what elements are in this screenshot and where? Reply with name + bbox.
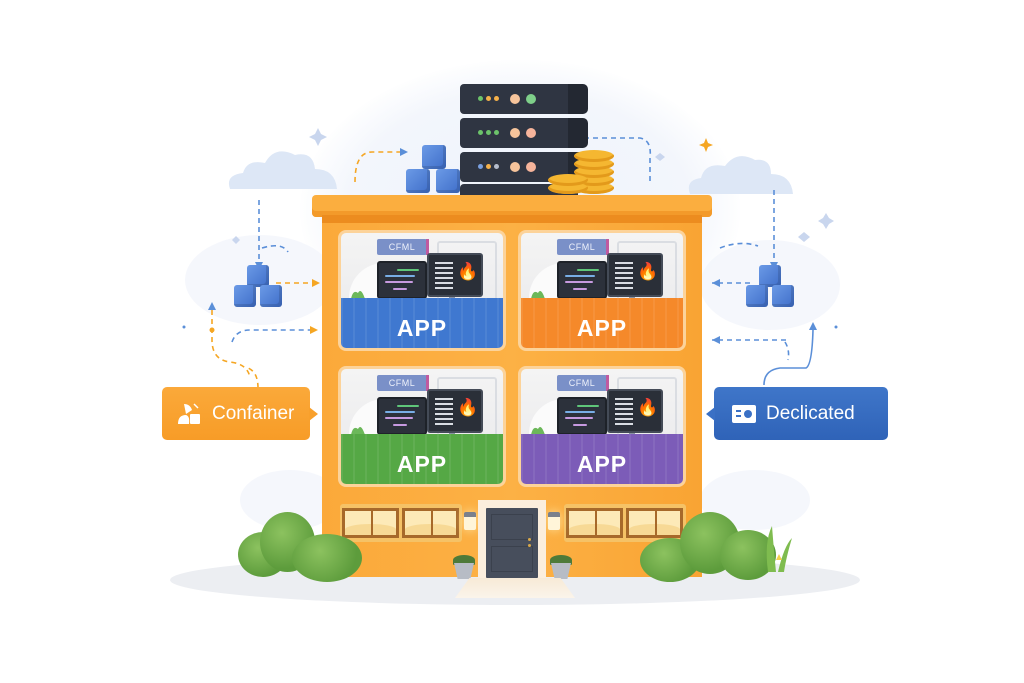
- bush-icon: [640, 512, 792, 582]
- building-roof: [312, 195, 712, 217]
- lamp-icon: [464, 512, 476, 530]
- coin-stack-icon: [548, 150, 614, 195]
- cube-cluster-icon: [742, 265, 802, 315]
- cfml-sign: CFML: [557, 375, 609, 391]
- app-label: APP: [576, 315, 628, 341]
- people-blocks-icon: [178, 402, 200, 424]
- monitor-icon: [557, 397, 607, 435]
- front-door[interactable]: [486, 508, 538, 578]
- app-label: APP: [576, 451, 628, 477]
- potted-plant-icon: [453, 555, 475, 565]
- cfml-sign: CFML: [377, 239, 429, 255]
- bush-icon: [230, 512, 370, 582]
- plant-icon: [351, 427, 365, 435]
- plant-icon: [531, 291, 545, 299]
- plant-icon: [531, 427, 545, 435]
- window-row-left: [340, 504, 462, 542]
- server-card-icon: [732, 404, 756, 423]
- window-row-right: [564, 504, 686, 542]
- cloud-icon: [228, 151, 337, 189]
- potted-plant-icon: [550, 555, 572, 565]
- dedicated-label: Declicated: [766, 402, 855, 424]
- flame-icon: 🔥: [637, 262, 659, 282]
- monitor-icon: [377, 397, 427, 435]
- dedicated-badge[interactable]: Declicated: [706, 387, 888, 440]
- app-band: [521, 434, 683, 484]
- flame-icon: 🔥: [457, 262, 479, 282]
- app-label: APP: [396, 315, 448, 341]
- monitor-icon: 🔥: [427, 253, 483, 297]
- pot-icon: [551, 563, 571, 579]
- app-room-bottom-right[interactable]: CFML 🔥 APP: [518, 366, 686, 487]
- pot-icon: [454, 563, 474, 579]
- container-label: Confainer: [212, 402, 295, 424]
- front-walkway: [455, 578, 575, 598]
- cfml-sign: CFML: [557, 239, 609, 255]
- cfml-sign: CFML: [377, 375, 429, 391]
- plant-icon: [351, 291, 365, 299]
- app-band: [341, 434, 503, 484]
- flame-icon: 🔥: [457, 398, 479, 418]
- flame-icon: 🔥: [637, 398, 659, 418]
- container-badge[interactable]: Confainer: [162, 387, 318, 440]
- app-room-bottom-left[interactable]: CFML 🔥 APP: [338, 366, 506, 487]
- monitor-icon: [377, 261, 427, 299]
- app-label: APP: [396, 451, 448, 477]
- lamp-icon: [548, 512, 560, 530]
- cloud-icon: [688, 156, 793, 194]
- monitor-icon: 🔥: [607, 389, 663, 433]
- monitor-icon: [557, 261, 607, 299]
- monitor-icon: 🔥: [607, 253, 663, 297]
- sparkle-icon: [309, 128, 327, 146]
- app-room-top-left[interactable]: CFML 🔥 APP: [338, 230, 506, 351]
- cube-cluster-icon: [230, 265, 290, 315]
- cube-cluster-icon: [402, 145, 464, 195]
- app-band: [521, 298, 683, 348]
- app-room-top-right[interactable]: CFML 🔥 APP: [518, 230, 686, 351]
- app-band: [341, 298, 503, 348]
- monitor-icon: 🔥: [427, 389, 483, 433]
